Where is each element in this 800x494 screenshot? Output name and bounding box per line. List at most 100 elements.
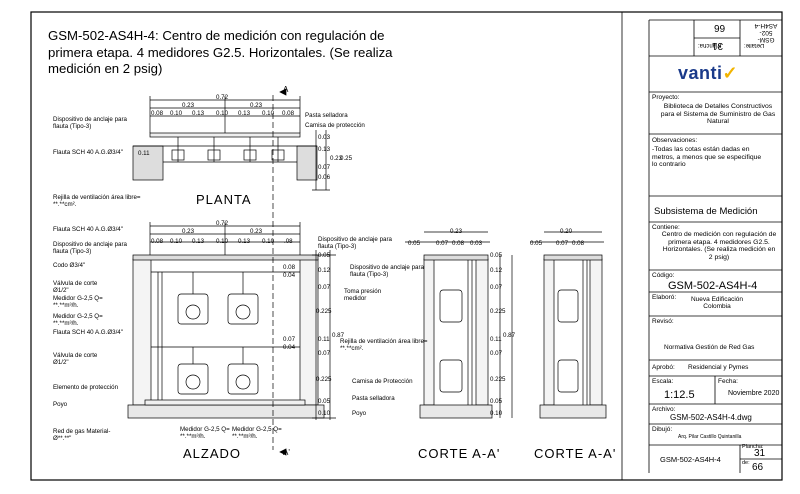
- drawing-title: GSM-502-AS4H-4: Centro de medición con r…: [48, 28, 393, 76]
- label-meter-1: Medidor G-2,5 Q= **.**m³/h.: [53, 295, 103, 309]
- dim-elev-p6: 0.10: [262, 238, 275, 245]
- dim-elev-p7: .08: [284, 238, 293, 245]
- dim-elev-p4: 0.10: [216, 238, 229, 245]
- label-base: Poyo: [53, 401, 68, 408]
- dim-elev-v4: 0.225: [316, 308, 332, 315]
- label-meter-bottom-2: Medidor G-2,5 Q= **.**m³/h.: [232, 426, 282, 440]
- dim-elev-v7: 0.225: [316, 376, 332, 383]
- logo-text: vanti: [678, 63, 723, 83]
- plan-view: [132, 96, 330, 191]
- dim-elev-v6: 0.07: [318, 350, 331, 357]
- dim-plan-v4: 0.06: [318, 174, 331, 181]
- label-flute: Flauta SCH 40 A.G.Ø3/4": [53, 149, 123, 156]
- label-sealant-section: Pasta selladora: [352, 395, 395, 402]
- dim-sec1-v3: 0.07: [490, 284, 503, 291]
- tb-fecha-label: Fecha:: [718, 378, 738, 385]
- dim-plan-v3: 0.07: [318, 164, 331, 171]
- dim-sec1-p4: 0.03: [470, 240, 483, 247]
- dim-sec2-total: 0.20: [560, 228, 573, 235]
- dim-elev-half-right: 0.23: [250, 228, 263, 235]
- tb-bottom-code: GSM-502-AS4H-4: [660, 455, 721, 464]
- label-anchor-mid: Dispositivo de anclaje para flauta (Tipo…: [318, 236, 392, 250]
- label-sleeve-section: Camisa de Protección: [352, 378, 413, 385]
- dim-plan-v1: 0.03: [318, 134, 331, 141]
- tb-elaboro-label: Elaboró:: [652, 294, 677, 301]
- label-protection-element: Elemento de protección: [53, 384, 119, 391]
- tb-plancha-bottom-label: Plancha:: [742, 444, 764, 450]
- label-gas-network: Red de gas Material-Ø**.**": [53, 428, 111, 442]
- tb-reviso: Normativa Gestión de Red Gas: [664, 344, 755, 351]
- dim-sec2-p3: 0.08: [572, 240, 585, 247]
- tb-contiene: Centro de medición con regulación de pri…: [661, 231, 777, 261]
- label-valve-2: Válvula de corte Ø1/2": [53, 352, 98, 366]
- dim-sec1-total: 0.23: [450, 228, 463, 235]
- dim-elev-half-left: 0.23: [182, 228, 195, 235]
- section-mark-bottom: A': [283, 448, 290, 457]
- dim-sec1-p2: 0.07: [436, 240, 449, 247]
- dim-plan-p2: 0.10: [170, 110, 183, 117]
- tb-elaboro: Nueva Edificación Colombia: [690, 296, 744, 311]
- dim-plan-total: 0.72: [216, 94, 229, 101]
- dim-elev-v8: 0.05: [318, 398, 331, 405]
- dim-elev-v2: 0.12: [318, 267, 331, 274]
- dim-sec1-total-v: 0.87: [503, 332, 516, 339]
- dim-sec1-v5: 0.11: [490, 336, 502, 343]
- tb-subsistema: Subsistema de Medición: [654, 206, 758, 217]
- tb-proyecto-label: Proyecto:: [652, 94, 680, 101]
- label-flute-elev: Flauta SCH 40 A.G.Ø3/4": [53, 226, 123, 233]
- tb-de-bottom: 66: [752, 462, 764, 473]
- dim-elev-p3: 0.13: [192, 238, 205, 245]
- section2-caption: CORTE A-A': [534, 446, 617, 461]
- dim-elev-s1: 0.08: [283, 264, 296, 271]
- tb-top-code: GSM-502-AS4H-4: [754, 22, 778, 43]
- tb-reviso-label: Revisó:: [652, 318, 674, 325]
- tb-dibujo-label: Dibujó:: [652, 426, 673, 433]
- label-vent-grille: Rejilla de ventilación área libre= **.**…: [53, 194, 141, 208]
- tb-obs-label: Observaciones:: [652, 137, 698, 144]
- dim-plan-half-left: 0.23: [182, 102, 195, 109]
- tb-aprobo: Residencial y Pymes: [688, 364, 749, 371]
- dim-elev-total-v: 0.87: [332, 332, 345, 339]
- tb-observaciones: -Todas las cotas están dadas en metros, …: [652, 146, 762, 169]
- dim-sec1-v8: 0.05: [490, 398, 503, 405]
- dim-elev-s3: 0.07: [283, 336, 296, 343]
- tb-detalle-label: Detalle:: [744, 42, 765, 48]
- tb-proyecto: Biblioteca de Detalles Constructivos par…: [660, 103, 776, 126]
- section-view-1: [405, 231, 513, 419]
- dim-elev-v9: 0.10: [318, 410, 331, 417]
- dim-plan-half-right: 0.23: [250, 102, 263, 109]
- dim-plan-small: 0.11: [138, 150, 150, 157]
- label-vent-grille-section: Rejilla de ventilación área libre= **.**…: [340, 338, 428, 352]
- label-anchor-section: Dispositivo de anclaje para flauta (Tipo…: [350, 264, 424, 278]
- dim-elev-v1: 0.05: [318, 252, 331, 259]
- tb-de-bottom-label: de:: [742, 460, 750, 466]
- dim-elev-p2: 0.10: [170, 238, 183, 245]
- tb-escala: 1:12.5: [664, 389, 695, 401]
- dim-sec1-v6: 0.07: [490, 350, 503, 357]
- dim-plan-p7: 0.08: [282, 110, 295, 117]
- label-anchor-elev: Dispositivo de anclaje para flauta (Tipo…: [53, 241, 127, 255]
- dim-elev-v3: 0.07: [318, 284, 331, 291]
- label-meter-2: Medidor G-2,5 Q= **.**m³/h.: [53, 313, 103, 327]
- dim-plan-p5: 0.13: [238, 110, 251, 117]
- tb-dibujo: Arq. Pilar Castillo Quintanilla: [678, 434, 742, 440]
- tb-codigo-label: Código:: [652, 272, 675, 279]
- plan-caption: PLANTA: [196, 192, 252, 207]
- tb-fecha: Noviembre 2020: [728, 390, 780, 397]
- label-flute-elev-2: Flauta SCH 40 A.G.Ø3/4": [53, 329, 123, 336]
- label-meter-bottom-1: Medidor G-2,5 Q= **.**m³/h.: [180, 426, 230, 440]
- dim-elev-p1: 0.08: [151, 238, 164, 245]
- label-base-section: Poyo: [352, 410, 367, 417]
- label-anchor-device: Dispositivo de anclaje para flauta (Tipo…: [53, 116, 127, 130]
- section-cut-line: [272, 88, 287, 456]
- dim-elev-total: 0.72: [216, 220, 229, 227]
- tb-plancha-bottom: 31: [754, 448, 766, 459]
- dim-plan-p4: 0.10: [216, 110, 229, 117]
- logo-check-icon: ✓: [722, 63, 739, 83]
- dim-sec2-p1: 0.05: [530, 240, 543, 247]
- dim-elev-v5: 0.11: [318, 336, 330, 343]
- label-sleeve: Camisa de protección: [305, 122, 365, 129]
- tb-de-top: 66: [714, 22, 726, 33]
- tb-codigo: GSM-502-AS4H-4: [668, 280, 758, 292]
